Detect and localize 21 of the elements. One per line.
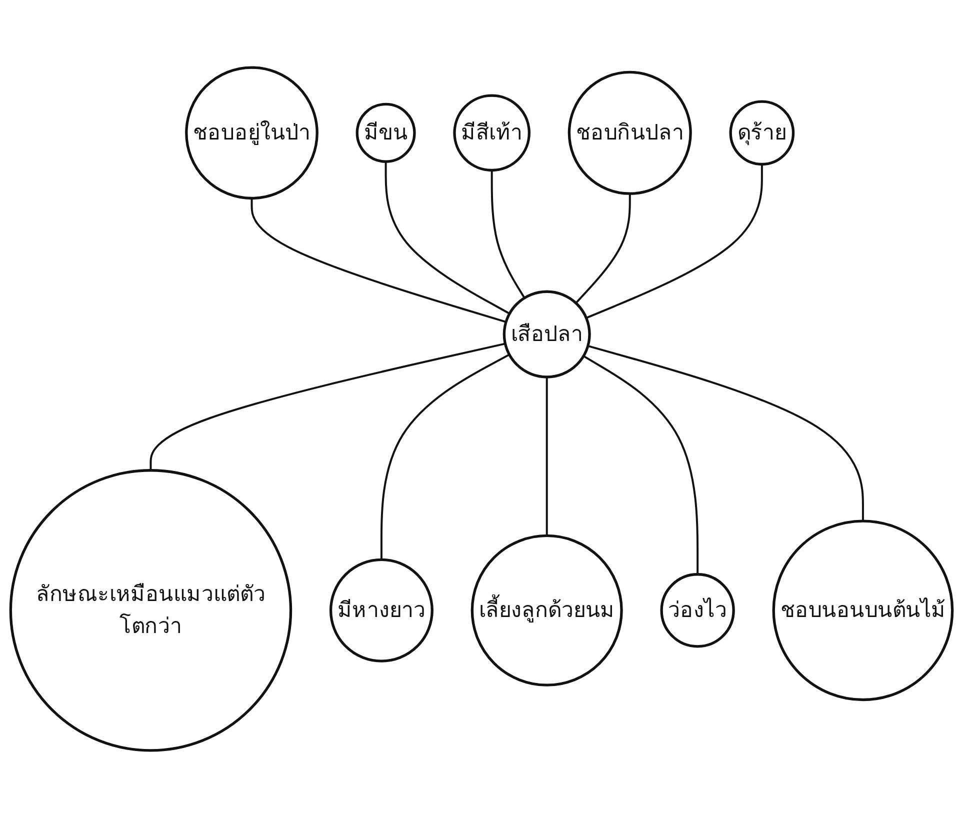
connector [380,354,510,560]
node-circle: ดุร้าย [729,100,795,166]
node-circle: ว่องไว [660,573,735,648]
connector [583,355,699,574]
connector [546,377,548,536]
node-circle: ชอบอยู่ในป่า [185,66,318,200]
node-circle: ลักษณะเหมือนแมวแต่ตัวโตกว่า [9,469,292,752]
connector [490,170,526,298]
node-circle: มีหางยาว [329,558,434,662]
connector [575,194,631,304]
connector [384,162,510,314]
node-circle: ชอบกินปลา [568,70,692,195]
connector [588,344,864,522]
node-circle: มีสีเท้า [453,94,531,172]
node-circle: เสือปลา [502,290,591,378]
node-circle: เลี้ยงลูกด้วยนม [470,534,623,686]
connector [586,164,763,319]
connector [150,342,506,470]
connector [250,198,506,323]
node-circle: มีขน [356,102,416,163]
node-circle: ชอบนอนบนต้นไม้ [772,520,954,702]
